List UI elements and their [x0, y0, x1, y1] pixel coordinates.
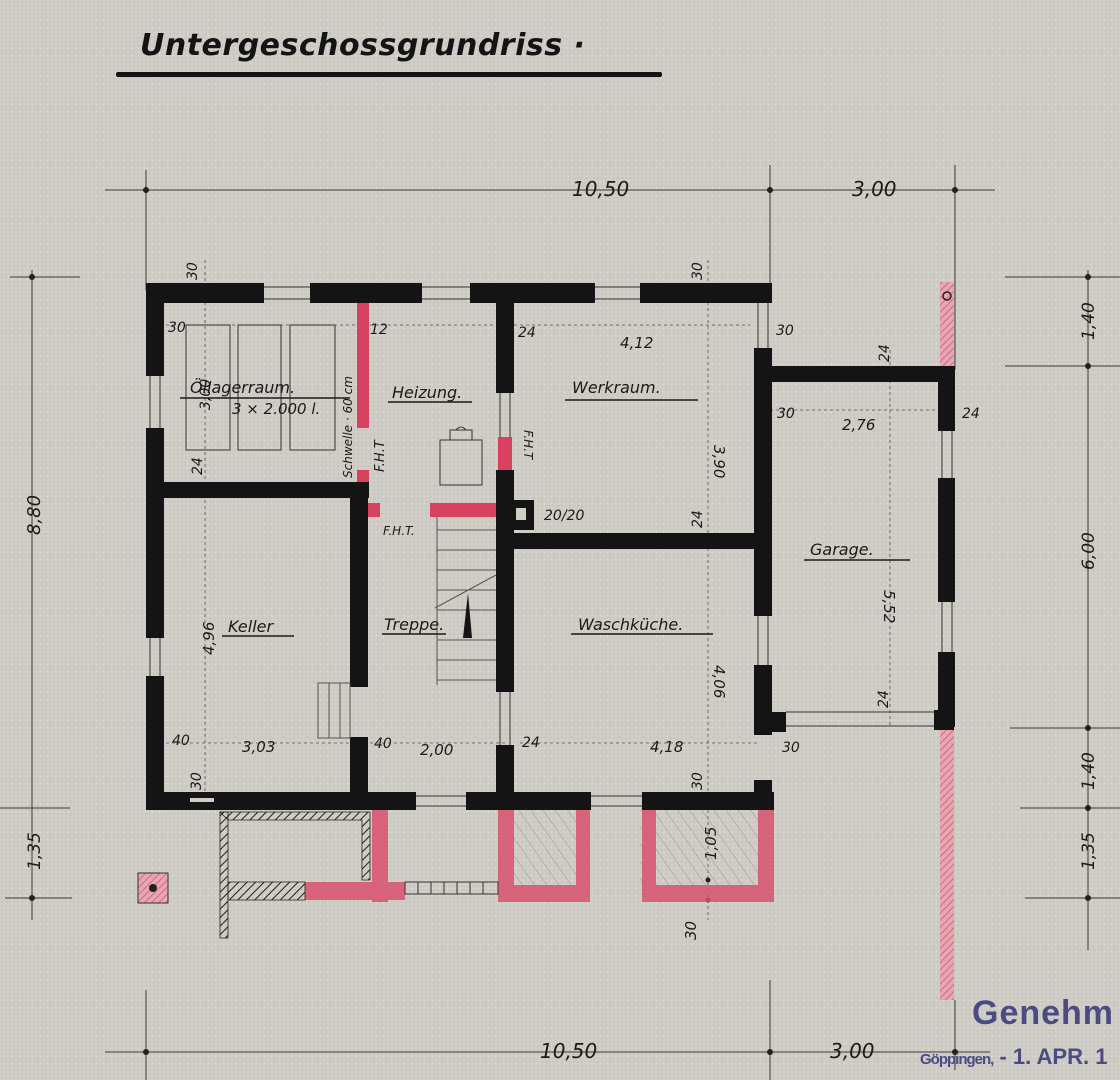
oil-tanks	[185, 324, 336, 451]
dim-bottom-garage: 3,00	[830, 1039, 875, 1063]
approval-stamp: Genehm	[972, 994, 1115, 1032]
garage-wall-hatch-lower	[940, 730, 954, 1000]
svg-text:12: 12	[370, 322, 388, 338]
svg-text:24: 24	[522, 735, 540, 751]
svg-text:24: 24	[877, 344, 893, 362]
svg-text:24: 24	[962, 406, 980, 422]
stamp-date-value: - 1. APR. 1	[999, 1044, 1108, 1069]
dim-laundry-depth: 4,06	[710, 665, 728, 698]
svg-text:F.H.T: F.H.T	[521, 430, 535, 461]
approval-stamp-date: Göppingen, - 1. APR. 1	[920, 1044, 1107, 1070]
chimney-size: 20/20	[544, 508, 584, 524]
dim-right-2: 6,00	[1079, 532, 1099, 570]
threshold-note: Schwelle · 60 cm	[341, 376, 355, 478]
dim-bottom-main: 10,50	[540, 1039, 597, 1063]
drawing-title: Untergeschossgrundriss ·	[140, 28, 586, 63]
boiler	[439, 426, 483, 486]
room-workshop: Werkraum.	[572, 378, 661, 397]
dim-oil-depth: 3,00	[198, 379, 214, 410]
svg-text:30: 30	[690, 772, 706, 790]
dim-right-4: 1,35	[1079, 832, 1099, 870]
room-cellar: Keller	[228, 617, 275, 636]
windows	[149, 286, 953, 807]
stamp-place: Göppingen,	[920, 1051, 994, 1068]
stairs	[317, 517, 497, 739]
svg-text:30: 30	[782, 740, 800, 756]
dim-light-well-wall: 30	[682, 921, 700, 940]
dim-garage-depth: 5,52	[880, 590, 898, 623]
dim-light-well: 1,05	[702, 827, 720, 860]
dim-laundry-width: 4,18	[650, 738, 683, 756]
svg-text:30: 30	[776, 323, 794, 339]
room-heating: Heizung.	[392, 383, 462, 402]
fire-door-label: F.H.T	[373, 439, 388, 472]
dim-workshop-width: 4,12	[620, 334, 653, 352]
dim-stairs-width: 2,00	[420, 741, 453, 759]
svg-text:30: 30	[168, 320, 186, 336]
garage-wall-hatch	[940, 282, 954, 366]
dim-garage-width: 2,76	[842, 416, 875, 434]
fire-door-label-stairs: F.H.T.	[383, 524, 415, 538]
dim-top-main: 10,50	[572, 177, 629, 201]
room-laundry: Waschküche.	[578, 615, 683, 634]
dim-right-3: 1,40	[1079, 752, 1099, 790]
dim-right-1: 1,40	[1079, 302, 1099, 340]
oil-capacity-note: 3 × 2.000 l.	[232, 400, 320, 418]
red-partitions	[357, 303, 512, 517]
svg-text:30: 30	[690, 262, 706, 280]
dim-cellar-width: 3,03	[242, 738, 275, 756]
svg-text:30: 30	[189, 772, 205, 790]
svg-text:24: 24	[876, 690, 892, 708]
room-garage: Garage.	[810, 540, 874, 559]
svg-text:24: 24	[690, 510, 706, 528]
dim-workshop-depth: 3,90	[710, 445, 728, 478]
dim-left-well: 1,35	[25, 832, 45, 870]
svg-text:30: 30	[777, 406, 795, 422]
dim-cellar-depth: 4,96	[200, 622, 218, 655]
svg-text:24: 24	[518, 325, 536, 341]
labels: 10,50 3,00 10,50 3,00 8,80 1,35 1,40 6,0…	[24, 177, 1099, 1063]
svg-text:40: 40	[374, 736, 392, 752]
walls	[146, 283, 955, 810]
svg-text:30: 30	[185, 262, 201, 280]
dim-left-depth: 8,80	[24, 495, 45, 535]
room-stairs: Treppe.	[384, 615, 444, 634]
title-underline	[116, 72, 662, 77]
svg-text:40: 40	[172, 733, 190, 749]
light-wells	[137, 810, 774, 939]
room-oil-storage: Öllagerraum.	[190, 378, 295, 397]
svg-text:24: 24	[190, 457, 206, 475]
stair-arrow-icon	[463, 593, 472, 638]
dim-top-garage: 3,00	[852, 177, 897, 201]
